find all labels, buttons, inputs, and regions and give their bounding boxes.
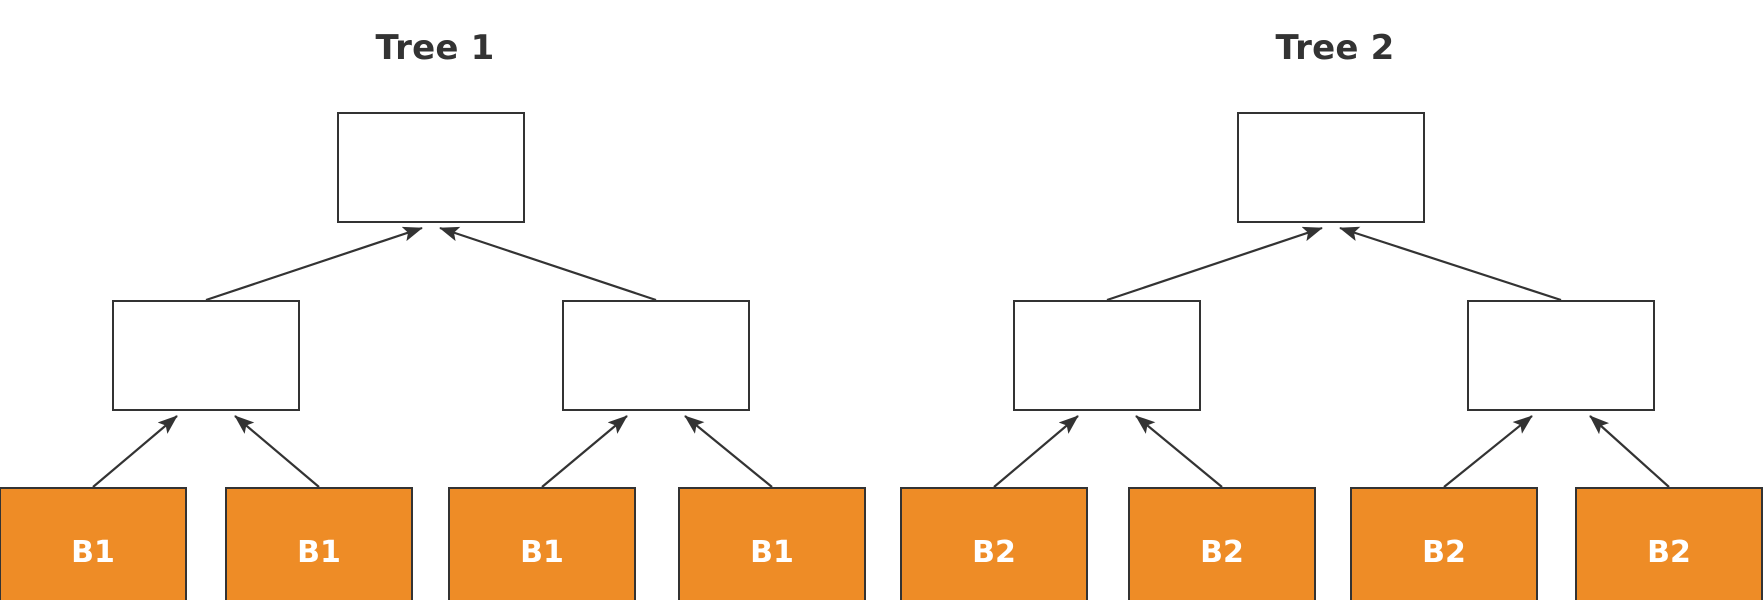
edge-6 xyxy=(684,415,773,488)
edge-11 xyxy=(1443,415,1533,488)
leaf-label: B2 xyxy=(1200,534,1244,570)
leaf-label: B2 xyxy=(1647,534,1691,570)
tree-2-leaf-node-3[interactable]: B2 xyxy=(1350,487,1538,600)
edge-5 xyxy=(541,415,628,488)
edge-3 xyxy=(92,415,178,488)
leaf-label: B2 xyxy=(972,534,1016,570)
tree-1-internal-node-2[interactable] xyxy=(562,300,750,411)
tree-1-leaf-node-1[interactable]: B1 xyxy=(0,487,187,600)
tree-2-leaf-node-4[interactable]: B2 xyxy=(1575,487,1763,600)
edge-2 xyxy=(439,226,657,302)
leaf-label: B1 xyxy=(297,534,341,570)
tree-1-leaf-node-3[interactable]: B1 xyxy=(448,487,636,600)
edge-9 xyxy=(993,415,1079,488)
tree-1-internal-node-1[interactable] xyxy=(112,300,300,411)
tree-1-leaf-node-2[interactable]: B1 xyxy=(225,487,413,600)
leaf-label: B1 xyxy=(750,534,794,570)
tree-2-internal-node-2[interactable] xyxy=(1467,300,1655,411)
leaf-label: B1 xyxy=(520,534,564,570)
edge-8 xyxy=(1339,226,1562,302)
tree-title-1: Tree 1 xyxy=(375,28,495,68)
tree-2-internal-node-1[interactable] xyxy=(1013,300,1201,411)
tree-1-leaf-node-4[interactable]: B1 xyxy=(678,487,866,600)
tree-1-root-node[interactable] xyxy=(337,112,525,223)
tree-2-leaf-node-2[interactable]: B2 xyxy=(1128,487,1316,600)
edges-group xyxy=(92,226,1670,488)
edge-4 xyxy=(234,415,320,488)
edge-1 xyxy=(205,226,423,302)
edge-10 xyxy=(1135,415,1223,488)
leaf-label: B1 xyxy=(71,534,115,570)
leaf-label: B2 xyxy=(1422,534,1466,570)
tree-2-leaf-node-1[interactable]: B2 xyxy=(900,487,1088,600)
edge-12 xyxy=(1589,415,1670,488)
edge-7 xyxy=(1106,226,1323,302)
tree-title-2: Tree 2 xyxy=(1275,28,1395,68)
tree-2-root-node[interactable] xyxy=(1237,112,1425,223)
